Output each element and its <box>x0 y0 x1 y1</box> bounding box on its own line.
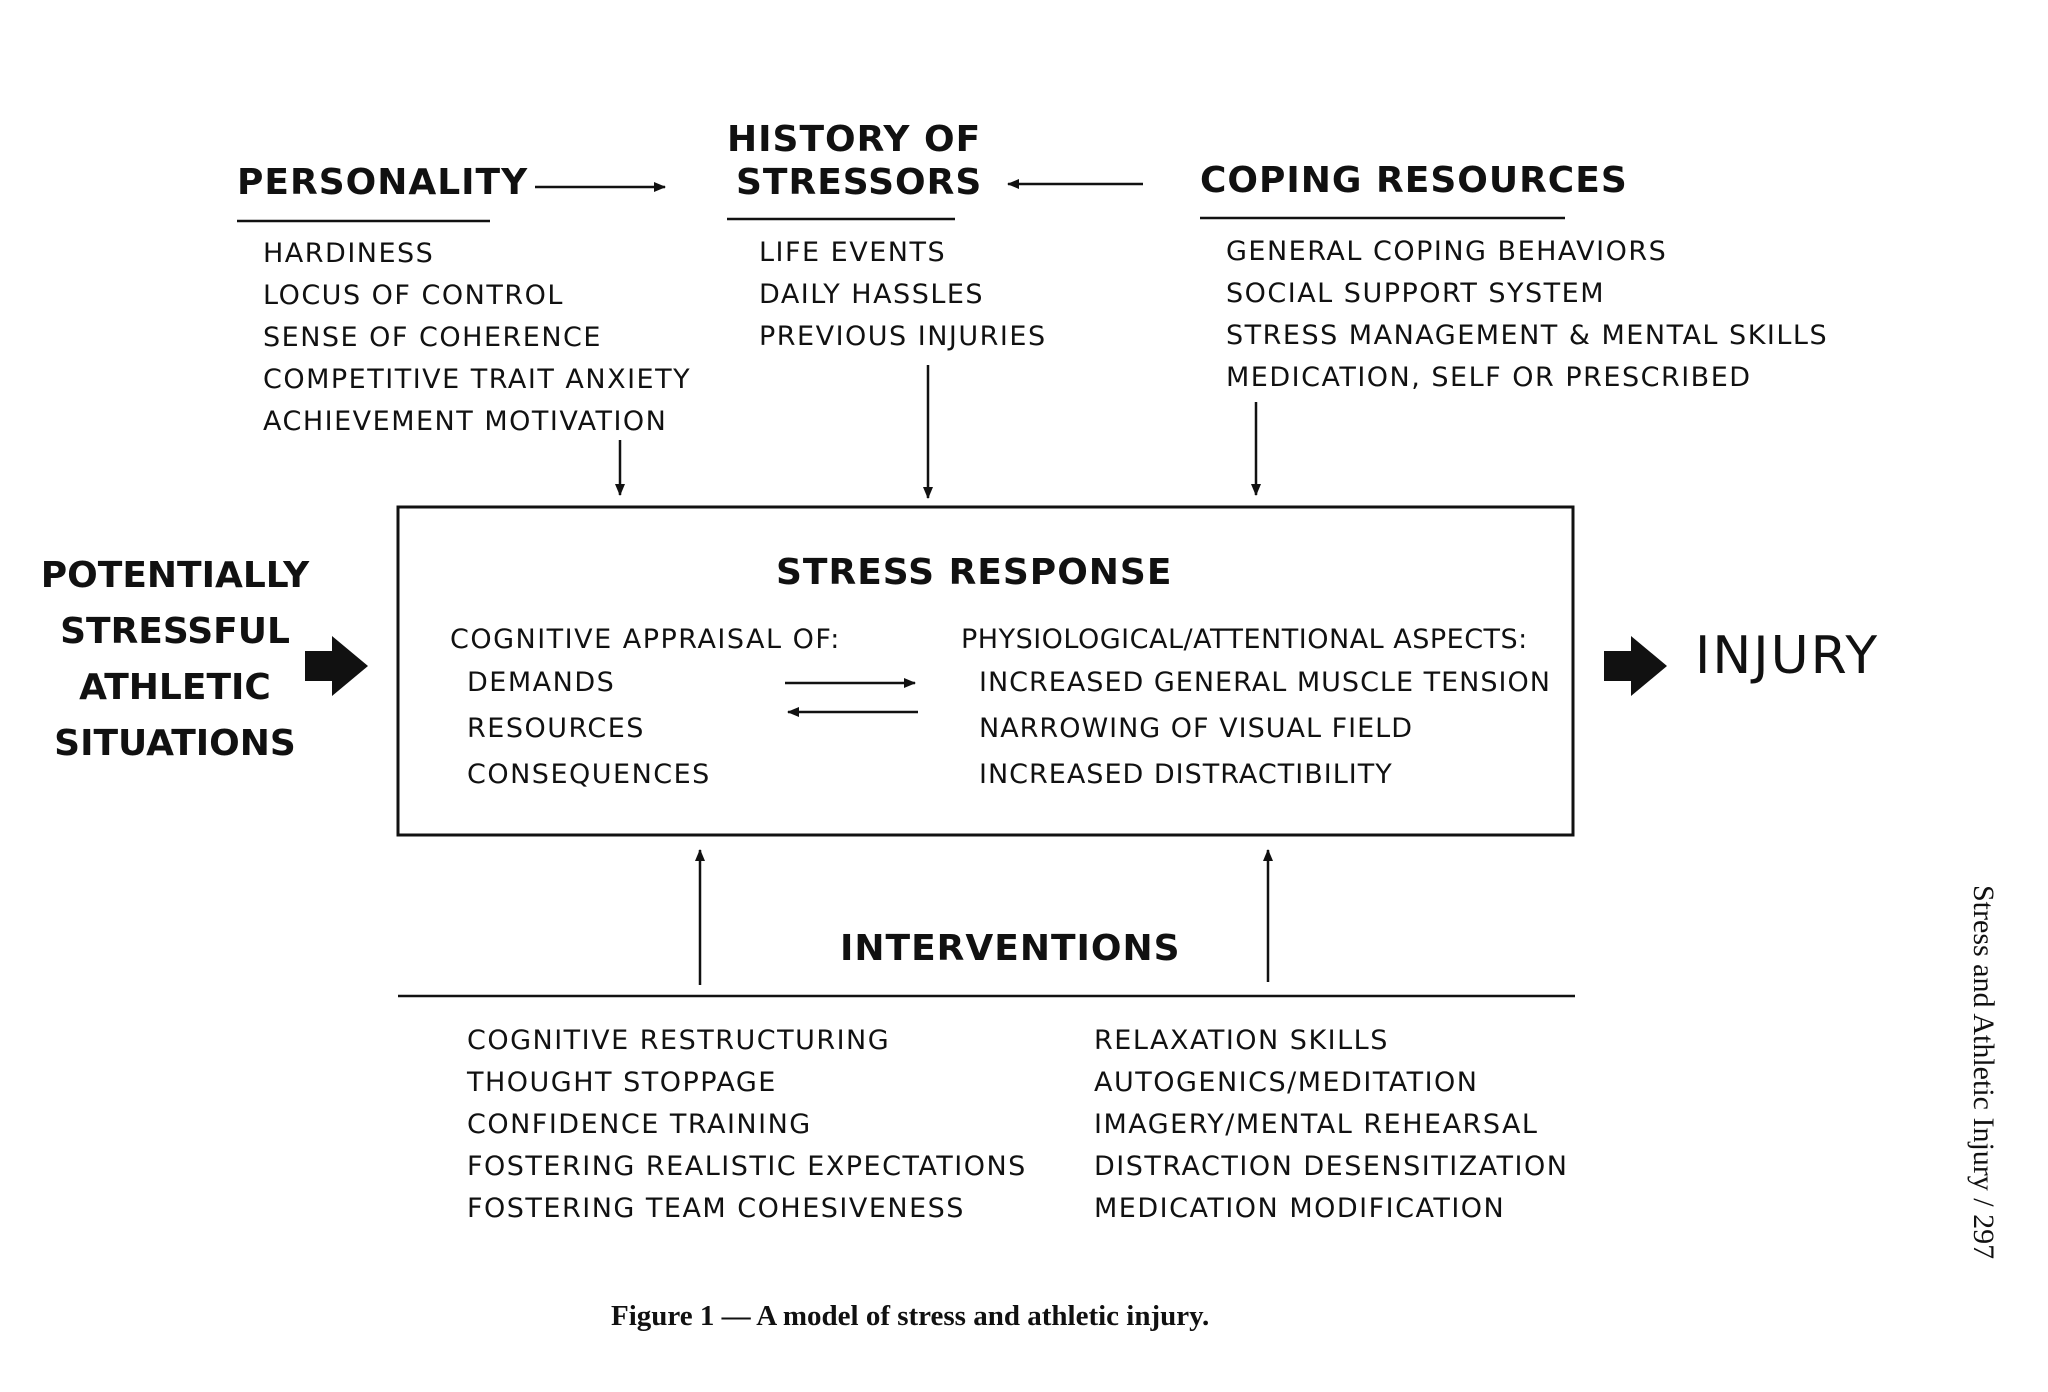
list-item: LIFE EVENTS <box>759 237 947 268</box>
list-item: DEMANDS <box>467 667 616 698</box>
list-item: DAILY HASSLES <box>759 279 985 310</box>
list-item: INCREASED DISTRACTIBILITY <box>979 759 1393 790</box>
injury-label: INJURY <box>1695 626 1880 686</box>
list-item: FOSTERING TEAM COHESIVENESS <box>467 1193 965 1224</box>
list-item: THOUGHT STOPPAGE <box>467 1067 777 1098</box>
physio-heading: PHYSIOLOGICAL/ATTENTIONAL ASPECTS: <box>961 624 1528 655</box>
injury-block-arrow <box>1604 636 1667 696</box>
list-item: COGNITIVE RESTRUCTURING <box>467 1025 891 1056</box>
interventions-right-list: RELAXATION SKILLS AUTOGENICS/MEDITATION … <box>1094 1020 1568 1230</box>
list-item: IMAGERY/MENTAL REHEARSAL <box>1094 1109 1539 1140</box>
list-item: PREVIOUS INJURIES <box>759 321 1047 352</box>
situations-label: POTENTIALLY STRESSFUL ATHLETIC SITUATION… <box>40 548 310 772</box>
list-item: GENERAL COPING BEHAVIORS <box>1226 236 1668 267</box>
coping-list: GENERAL COPING BEHAVIORS SOCIAL SUPPORT … <box>1226 231 1828 399</box>
cognitive-heading: COGNITIVE APPRAISAL OF: <box>450 624 841 655</box>
cognitive-list: DEMANDS RESOURCES CONSEQUENCES <box>467 660 711 798</box>
personality-list: HARDINESS LOCUS OF CONTROL SENSE OF COHE… <box>263 233 691 443</box>
situations-block-arrow <box>305 636 368 696</box>
interventions-left-list: COGNITIVE RESTRUCTURING THOUGHT STOPPAGE… <box>467 1020 1027 1230</box>
list-item: NARROWING OF VISUAL FIELD <box>979 713 1413 744</box>
coping-heading: COPING RESOURCES <box>1200 160 1628 201</box>
list-item: MEDICATION, SELF OR PRESCRIBED <box>1226 362 1752 393</box>
list-item: SOCIAL SUPPORT SYSTEM <box>1226 278 1606 309</box>
list-item: LOCUS OF CONTROL <box>263 280 564 311</box>
stress-response-heading: STRESS RESPONSE <box>776 552 1173 593</box>
history-list: LIFE EVENTS DAILY HASSLES PREVIOUS INJUR… <box>759 232 1047 358</box>
list-item: FOSTERING REALISTIC EXPECTATIONS <box>467 1151 1027 1182</box>
situations-line: SITUATIONS <box>54 723 296 764</box>
list-item: RESOURCES <box>467 713 645 744</box>
interventions-heading: INTERVENTIONS <box>840 928 1181 969</box>
list-item: COMPETITIVE TRAIT ANXIETY <box>263 364 692 395</box>
list-item: SENSE OF COHERENCE <box>263 322 602 353</box>
list-item: INCREASED GENERAL MUSCLE TENSION <box>979 667 1551 698</box>
list-item: ACHIEVEMENT MOTIVATION <box>263 406 668 437</box>
physio-list: INCREASED GENERAL MUSCLE TENSION NARROWI… <box>979 660 1551 798</box>
list-item: STRESS MANAGEMENT & MENTAL SKILLS <box>1226 320 1829 351</box>
running-head: Stress and Athletic Injury / 297 <box>1967 885 2000 1260</box>
list-item: HARDINESS <box>263 238 435 269</box>
situations-line: ATHLETIC <box>79 667 271 708</box>
figure-caption: Figure 1 — A model of stress and athleti… <box>611 1300 1210 1332</box>
situations-line: STRESSFUL <box>60 611 290 652</box>
stress-response-box <box>396 505 1575 837</box>
list-item: CONSEQUENCES <box>467 759 711 790</box>
history-heading-line2: STRESSORS <box>736 162 983 203</box>
list-item: AUTOGENICS/MEDITATION <box>1094 1067 1479 1098</box>
list-item: RELAXATION SKILLS <box>1094 1025 1389 1056</box>
situations-line: POTENTIALLY <box>40 555 310 596</box>
list-item: CONFIDENCE TRAINING <box>467 1109 812 1140</box>
list-item: MEDICATION MODIFICATION <box>1094 1193 1506 1224</box>
history-heading-line1: HISTORY OF <box>727 119 982 160</box>
list-item: DISTRACTION DESENSITIZATION <box>1094 1151 1569 1182</box>
personality-heading: PERSONALITY <box>237 162 529 203</box>
